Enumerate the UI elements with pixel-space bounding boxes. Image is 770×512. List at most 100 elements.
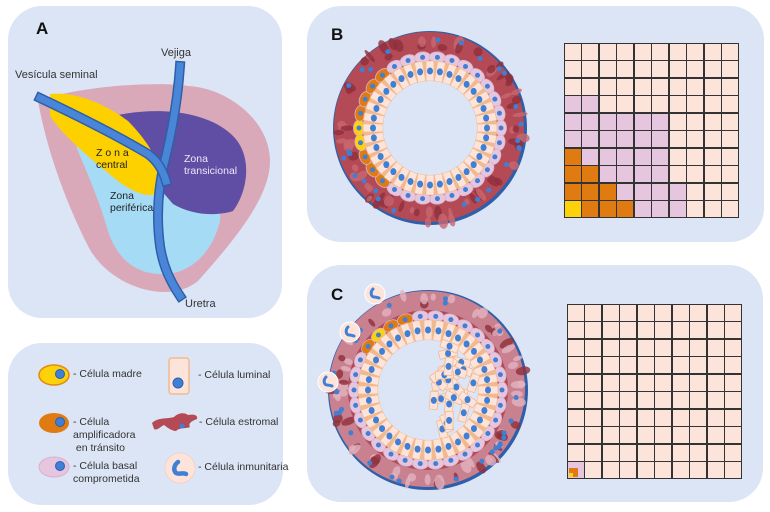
- gland-cross-section-normal: [333, 31, 530, 229]
- stromal-cell: [425, 206, 433, 218]
- basal-cell-square: [652, 201, 669, 217]
- cell-nucleus: [475, 178, 481, 184]
- luminal-cell-square: [620, 339, 637, 356]
- transit-cell-square: [582, 201, 599, 217]
- luminal-cell-square: [655, 374, 672, 391]
- cell-nucleus: [462, 323, 468, 329]
- luminal-cell-square: [620, 357, 637, 374]
- cell-nucleus: [362, 96, 368, 102]
- luminal-cell-square: [568, 409, 584, 426]
- stromal-cell: [333, 129, 345, 136]
- luminal-cell-square: [707, 392, 724, 409]
- cell-nucleus: [373, 105, 380, 113]
- stromal-cell: [338, 379, 349, 385]
- cell-nucleus: [455, 334, 461, 342]
- cell-nucleus: [353, 402, 359, 408]
- stromal-cell: [336, 138, 347, 144]
- cell-nucleus: [463, 80, 470, 88]
- luminal-cell-square: [672, 392, 689, 409]
- stromal-nucleus: [339, 406, 345, 412]
- luminal-cell-square: [687, 61, 704, 78]
- luminal-cell-square: [725, 357, 741, 374]
- luminal-cell-square: [637, 392, 654, 409]
- luminal-cell-square: [602, 339, 619, 356]
- stromal-cell-icon: [152, 413, 198, 431]
- cell-nucleus: [407, 70, 414, 78]
- stromal-cell: [366, 185, 374, 192]
- label-zona-periferica-line1: Zona: [110, 190, 134, 202]
- stromal-nucleus: [518, 121, 524, 127]
- luminal-cell-square: [725, 339, 741, 356]
- stromal-nucleus: [504, 162, 510, 168]
- luminal-cell-square: [707, 339, 724, 356]
- stromal-cell: [399, 289, 407, 302]
- stromal-cell: [475, 188, 487, 201]
- luminal-cell-square: [620, 305, 637, 321]
- luminal-cell-square: [637, 305, 654, 321]
- stromal-nucleus: [386, 302, 392, 308]
- stromal-nucleus: [497, 328, 503, 334]
- luminal-cell-square: [725, 444, 741, 461]
- cell-nucleus: [379, 72, 385, 78]
- cell-nucleus: [454, 368, 461, 376]
- cell-nucleus: [370, 124, 376, 132]
- cell-nucleus: [464, 396, 471, 404]
- basal-cell-square: [565, 113, 581, 130]
- luminal-cell-square: [599, 61, 616, 78]
- cell-nucleus: [446, 178, 453, 186]
- cell-nucleus: [377, 96, 384, 103]
- gland-lumen: [383, 81, 477, 175]
- cell-nucleus: [365, 376, 372, 384]
- luminal-cell-square: [620, 444, 637, 461]
- stem-cell-square: [569, 472, 573, 477]
- luminal-cell-square: [690, 392, 707, 409]
- legend-panel: - Célula madre - Célula luminal - Célula…: [8, 343, 288, 505]
- luminal-cell-square: [672, 444, 689, 461]
- cell-nucleus: [365, 430, 371, 436]
- stromal-nucleus: [396, 478, 402, 484]
- luminal-cell-square: [722, 131, 738, 148]
- stromal-nucleus: [508, 418, 514, 424]
- cell-nucleus: [476, 416, 483, 424]
- cell-nucleus: [485, 386, 491, 394]
- luminal-cell-square: [725, 409, 741, 426]
- luminal-cell-square: [707, 444, 724, 461]
- stromal-cell: [515, 366, 531, 376]
- luminal-cell-square: [672, 339, 689, 356]
- cell-nucleus: [497, 372, 503, 378]
- luminal-cell-square: [585, 444, 602, 461]
- stromal-nucleus: [516, 145, 522, 151]
- cell-nucleus: [484, 396, 491, 404]
- cell-nucleus: [425, 446, 431, 454]
- luminal-cell-square: [704, 44, 721, 60]
- stromal-nucleus: [479, 458, 485, 464]
- luminal-cell-square: [722, 113, 738, 130]
- basal-cell-square: [582, 131, 599, 148]
- stromal-cell: [420, 293, 428, 305]
- cell-nucleus: [375, 332, 381, 338]
- stromal-cell: [384, 53, 393, 61]
- cell-nucleus: [386, 340, 393, 348]
- label-zona-periferica: Zona periférica: [110, 190, 153, 214]
- cell-nucleus: [398, 173, 405, 181]
- cell-nucleus: [492, 154, 498, 160]
- transit-cell-square: [565, 148, 581, 165]
- basal-cell-square: [634, 131, 651, 148]
- stromal-nucleus: [348, 430, 354, 436]
- cell-nucleus: [446, 416, 453, 424]
- stromal-cell: [344, 358, 354, 365]
- cell-nucleus: [453, 383, 460, 391]
- stromal-cell: [485, 454, 497, 466]
- luminal-cell-square: [672, 322, 689, 339]
- stromal-cell: [381, 308, 392, 317]
- cell-proportion-grid-altered: [567, 304, 742, 479]
- basal-cell-square: [652, 166, 669, 183]
- luminal-cell-square: [582, 61, 599, 78]
- label-vejiga: Vejiga: [161, 47, 191, 59]
- luminal-cell-square: [704, 131, 721, 148]
- luminal-cell-square: [690, 339, 707, 356]
- label-zona-periferica-line2: periférica: [110, 202, 154, 214]
- luminal-cell-square: [599, 96, 616, 113]
- luminal-cell-square: [602, 392, 619, 409]
- luminal-cell-square: [725, 392, 741, 409]
